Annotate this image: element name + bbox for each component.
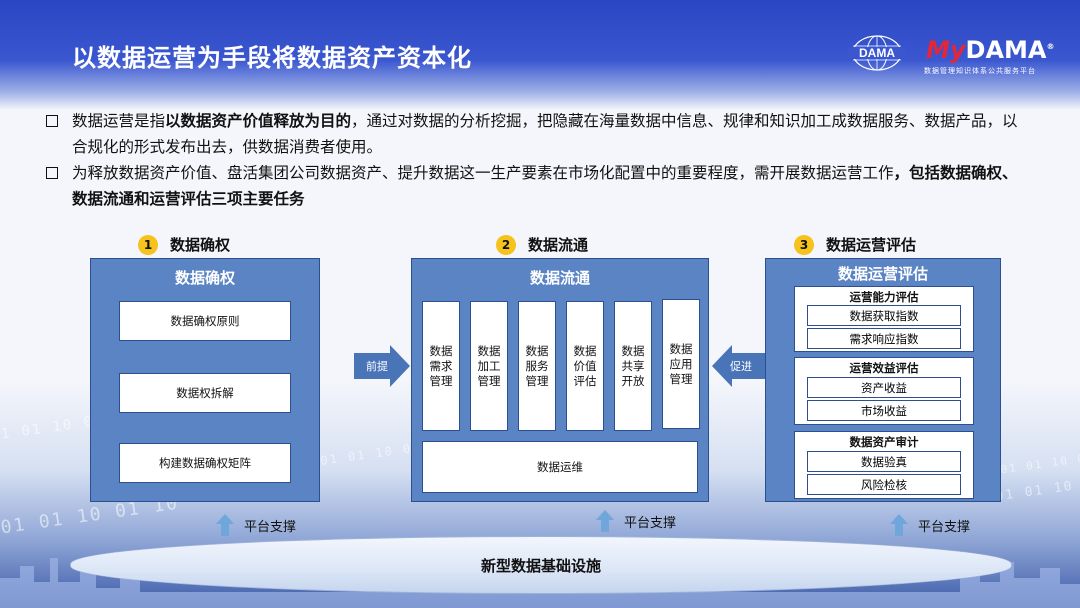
bullet-text: 数据运营是指 [72,112,166,130]
panel-title: 数据运营评估 [837,265,928,283]
panel-title: 数据流通 [529,269,590,287]
platform-support-label: 平台支撑 [624,515,677,531]
step-number-badge: 3 [794,234,814,255]
circulation-column: 数据加工管理 [470,301,508,431]
registered-mark: ® [1046,42,1055,51]
evaluation-item: 风险检核 [807,474,961,495]
evaluation-item: 数据获取指数 [807,305,961,326]
panel-title: 数据确权 [174,269,235,287]
section-heading-text: 数据流通 [528,236,589,254]
mydama-logo-prefix: My [926,36,966,64]
panel-item: 构建数据确权矩阵 [119,443,291,483]
evaluation-item: 数据验真 [807,451,961,472]
bullet-bold-text: ，包括数据确权、数据流通和运营评估三项主要任务 [72,164,1018,208]
arrow-label-premise: 前提 [366,360,388,373]
circulation-column: 数据应用管理 [662,299,700,429]
panel-operation-evaluation: 数据运营评估 运营能力评估 数据获取指数 需求响应指数 运营效益评估 资产收益 … [765,258,1001,502]
circulation-column: 数据共享开放 [614,301,652,431]
bullet-item: 数据运营是指以数据资产价值释放为目的，通过对数据的分析挖掘，把隐藏在海量数据中信… [44,108,1024,160]
step-number-badge: 2 [496,234,516,255]
evaluation-group-title: 数据资产审计 [849,435,919,449]
up-arrow-icon [216,514,234,536]
platform-support-label: 平台支撑 [918,519,971,535]
section-heading-text: 数据运营评估 [826,236,917,254]
arrow-label-promote: 促进 [730,360,752,373]
dama-logo-text: DAMA [859,46,895,60]
city-skyline-decoration [0,558,1080,608]
bullet-text: ，通过对数据的分析挖掘，把隐藏在海量数据中信息、规律和知识加工成数据服务、数据产… [72,112,1018,156]
evaluation-group-title: 运营效益评估 [849,361,919,375]
panel-data-rights: 数据确权 数据确权原则 数据权拆解 构建数据确权矩阵 [90,258,320,502]
logo-subtitle: 数据管理知识体系公共服务平台 [924,67,1036,75]
circulation-column: 数据需求管理 [422,301,460,431]
bullet-box-icon [46,167,58,179]
section-heading-2: 2 数据流通 [496,234,588,255]
evaluation-group: 运营效益评估 资产收益 市场收益 [794,357,974,425]
platform-support-1: 平台支撑 [216,514,296,536]
panel-data-circulation: 数据流通 数据需求管理 数据加工管理 数据服务管理 数据价值评估 数据共享开放 … [411,258,709,502]
platform-support-label: 平台支撑 [244,519,297,535]
section-heading-1: 1 数据确权 [138,234,230,255]
circulation-column: 数据服务管理 [518,301,556,431]
platform-support-3: 平台支撑 [890,514,970,536]
bullet-bold-text: 以数据资产价值释放为目的 [165,112,352,130]
mydama-logo: MyDAMA® [926,36,1054,64]
evaluation-item: 市场收益 [807,400,961,421]
mydama-logo-suffix: DAMA [965,36,1047,64]
evaluation-item: 需求响应指数 [807,328,961,349]
evaluation-item: 资产收益 [807,377,961,398]
platform-support-2: 平台支撑 [596,510,676,532]
dama-globe-logo: DAMA [848,35,906,71]
section-heading-3: 3 数据运营评估 [794,234,916,255]
evaluation-group-title: 运营能力评估 [849,290,919,304]
bullet-item: 为释放数据资产价值、盘活集团公司数据资产、提升数据这一生产要素在市场化配置中的重… [44,160,1024,212]
bullet-list: 数据运营是指以数据资产价值释放为目的，通过对数据的分析挖掘，把隐藏在海量数据中信… [44,108,1024,212]
arrow-right-icon [354,345,410,387]
arrow-left-icon [712,345,768,387]
evaluation-group: 数据资产审计 数据验真 风险检核 [794,431,974,499]
up-arrow-icon [890,514,908,536]
foundation-infrastructure: 新型数据基础设施 [70,536,1012,594]
data-operations-box: 数据运维 [422,441,698,493]
bullet-box-icon [46,115,58,127]
step-number-badge: 1 [138,234,158,255]
evaluation-group: 运营能力评估 数据获取指数 需求响应指数 [794,286,974,352]
up-arrow-icon [596,510,614,532]
panel-item: 数据确权原则 [119,301,291,341]
foundation-label: 新型数据基础设施 [480,556,601,575]
page-title: 以数据运营为手段将数据资产资本化 [72,44,472,72]
bullet-text: 为释放数据资产价值、盘活集团公司数据资产、提升数据这一生产要素在市场化配置中的重… [72,164,894,182]
circulation-column: 数据价值评估 [566,301,604,431]
section-heading-text: 数据确权 [170,236,231,254]
panel-item: 数据权拆解 [119,373,291,413]
